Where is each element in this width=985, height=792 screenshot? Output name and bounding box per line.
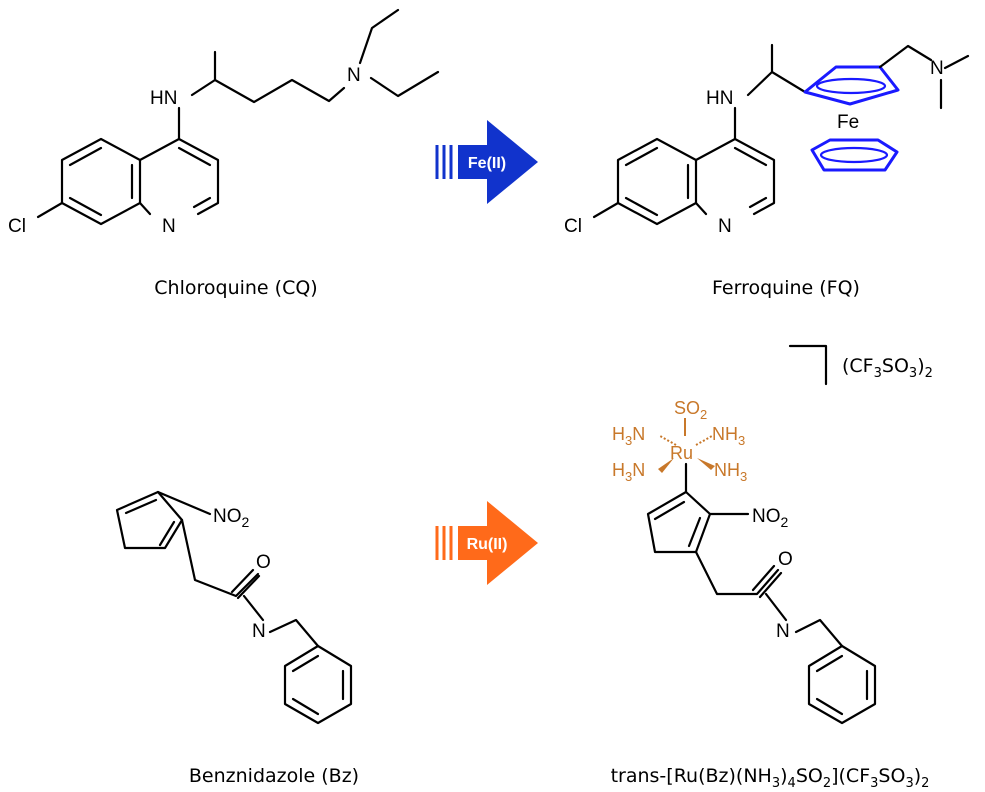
bz-atom-no2: NO2	[213, 506, 250, 530]
fq-atom-fe: Fe	[837, 112, 859, 133]
bz-atom-o: O	[256, 552, 271, 573]
fq-atom-n-amine: N	[930, 58, 944, 79]
cq-atom-cl: Cl	[8, 216, 26, 237]
cq-name: Chloroquine (CQ)	[154, 277, 317, 299]
fe-arrow-label: Fe(II)	[468, 155, 506, 172]
ru-bz-atom-no2: NO2	[752, 506, 789, 530]
counter-ion-formula: (CF3SO3)2	[842, 355, 933, 381]
ru-bz-atom-n: N	[776, 621, 790, 642]
ru-atom-h3n-lower: H3N	[612, 460, 645, 484]
cq-atom-hn: HN	[150, 88, 177, 109]
ru-arrow: Ru(II)	[435, 501, 538, 585]
ru-atom-ru: Ru	[670, 443, 693, 463]
ru-complex-name: trans-[Ru(Bz)(NH3)4SO2](CF3SO3)2	[611, 765, 930, 791]
bz-atom-n: N	[252, 621, 266, 642]
fq-name: Ferroquine (FQ)	[712, 277, 860, 299]
ru-bz-atom-o: O	[778, 549, 793, 570]
cq-atom-n-ring: N	[162, 216, 176, 237]
benznidazole-structure: NO2 O N	[115, 490, 353, 725]
ru-arrow-label: Ru(II)	[467, 536, 508, 553]
cq-atom-n-amine: N	[347, 65, 361, 86]
counter-ion: (CF3SO3)2	[788, 344, 933, 386]
ru-complex-structure: SO2 Ru H3N NH3 H3N NH3 NO2 O N	[612, 398, 877, 725]
fq-atom-hn: HN	[706, 88, 733, 109]
ru-atom-so2: SO2	[674, 398, 707, 422]
fq-atom-n-ring: N	[718, 216, 732, 237]
ru-atom-h3n-upper: H3N	[612, 424, 645, 448]
fe-arrow: Fe(II)	[435, 120, 538, 204]
bz-name: Benznidazole (Bz)	[189, 765, 359, 787]
ru-atom-nh3-lower: NH3	[714, 460, 747, 484]
ru-atom-nh3-upper: NH3	[712, 424, 745, 448]
chloroquine-structure: HN N N Cl	[8, 8, 440, 237]
fq-atom-cl: Cl	[564, 216, 582, 237]
ferroquine-structure: Fe HN N N Cl	[564, 43, 970, 237]
